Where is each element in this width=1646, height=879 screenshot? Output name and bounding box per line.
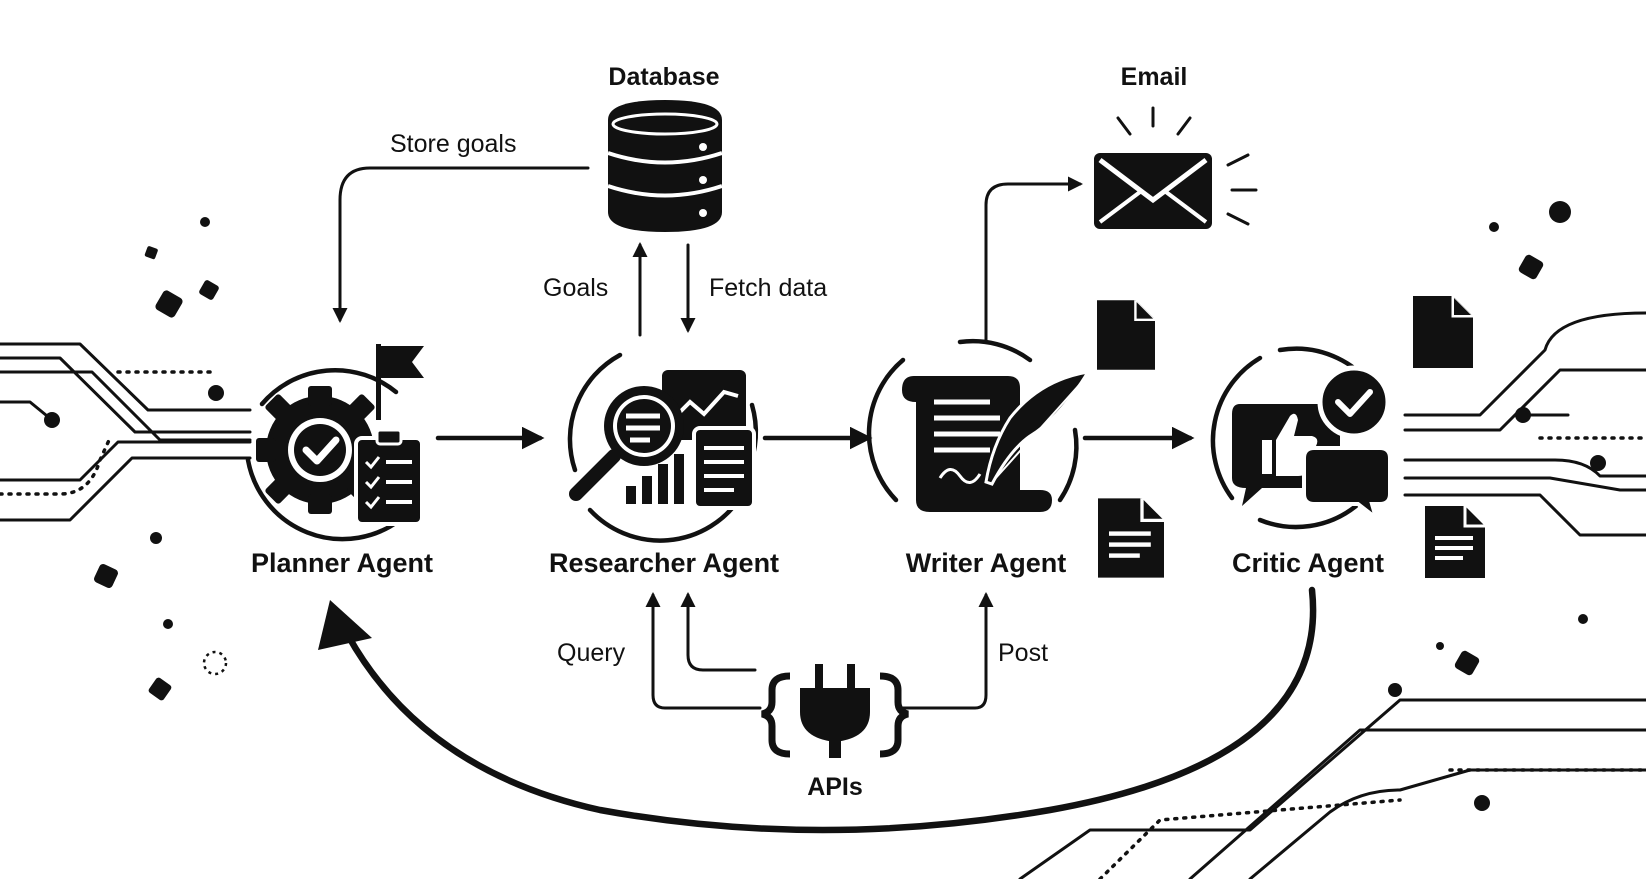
post-label: Post xyxy=(998,639,1048,667)
document-lines-icon xyxy=(692,426,756,510)
store-goals-arrow xyxy=(332,166,590,323)
query-label: Query xyxy=(557,639,626,667)
document-icon xyxy=(1413,296,1473,368)
apis-plug-icon xyxy=(761,664,909,758)
apis-label: APIs xyxy=(807,773,863,801)
query-arrow-2 xyxy=(680,592,757,672)
critic-agent-node xyxy=(1210,346,1392,530)
feedback-loop-arrow xyxy=(341,586,1317,834)
email-label: Email xyxy=(1121,63,1188,91)
planner-agent-node xyxy=(245,344,424,542)
flag-icon xyxy=(376,344,424,420)
planner-agent-label: Planner Agent xyxy=(251,548,433,578)
document-icon xyxy=(1097,300,1155,370)
document-icon xyxy=(1098,498,1164,578)
critic-agent-label: Critic Agent xyxy=(1232,548,1384,578)
writer-agent-node xyxy=(866,338,1091,512)
query-arrow xyxy=(645,592,762,710)
chat-bubble-icon xyxy=(1302,446,1392,524)
post-arrow xyxy=(898,592,994,710)
clipboard-checklist-icon xyxy=(354,428,424,526)
email-icon xyxy=(1094,106,1258,229)
writer-agent-label: Writer Agent xyxy=(906,548,1067,578)
check-badge-icon xyxy=(1317,365,1391,439)
bar-chart-icon xyxy=(626,454,684,504)
fetch-data-label: Fetch data xyxy=(709,274,827,302)
researcher-agent-node xyxy=(567,352,759,543)
magnifier-icon xyxy=(569,386,684,501)
goals-label: Goals xyxy=(543,274,608,302)
left-circuit-traces xyxy=(0,217,252,701)
document-icon xyxy=(1425,505,1485,579)
store-goals-label: Store goals xyxy=(390,130,516,158)
writer-to-email-arrow xyxy=(984,176,1083,342)
database-icon xyxy=(607,100,723,232)
researcher-agent-label: Researcher Agent xyxy=(549,548,779,578)
scroll-quill-icon xyxy=(902,369,1091,512)
feedback-loop-arrowhead xyxy=(318,600,372,650)
right-circuit-traces xyxy=(1018,201,1646,879)
database-label: Database xyxy=(608,63,719,91)
